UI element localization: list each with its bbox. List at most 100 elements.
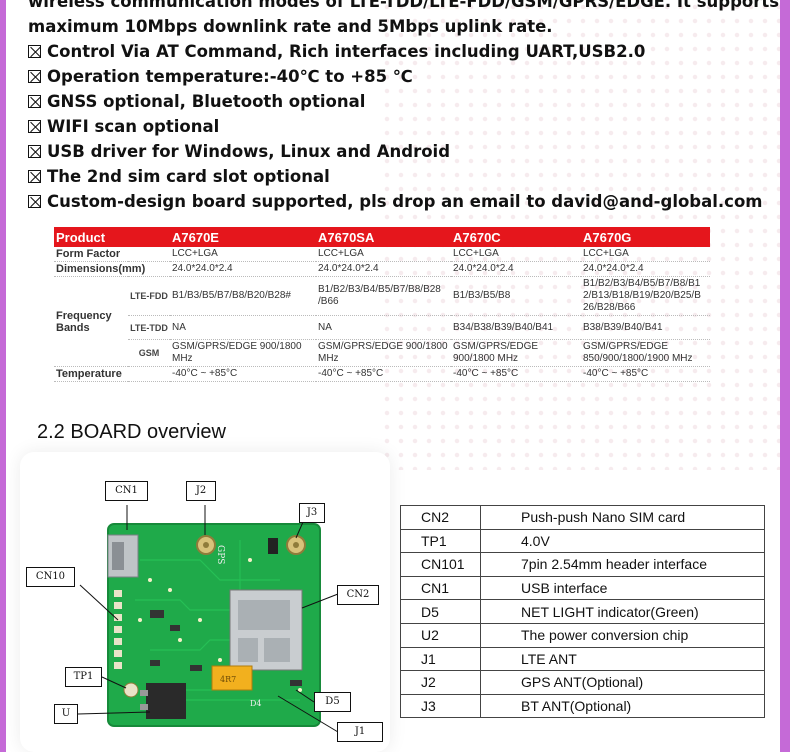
checkbox-x-icon <box>28 170 41 183</box>
legend-value: NET LIGHT indicator(Green) <box>480 599 765 624</box>
spec-item: The 2nd sim card slot optional <box>28 164 779 189</box>
table-header-cell: A7670SA <box>316 227 451 247</box>
table-cell: GSM/GPRS/EDGE 900/1800 MHz <box>451 339 581 367</box>
silkscreen-text: D4 <box>250 699 262 708</box>
legend-value: GPS ANT(Optional) <box>480 670 765 695</box>
checkbox-x-icon <box>28 45 41 58</box>
legend-value: 7pin 2.54mm header interface <box>480 552 765 577</box>
spec-item-text: Operation temperature:-40℃ to +85 ℃ <box>47 67 413 86</box>
row-label: Dimensions(mm) <box>54 261 170 277</box>
row-label: Form Factor <box>54 247 170 262</box>
callout-cn2: CN2 <box>337 585 379 605</box>
table-cell: B1/B3/B5/B7/B8/B20/B28# <box>170 276 316 316</box>
legend-value: Push-push Nano SIM card <box>480 505 765 530</box>
table-cell: B38/B39/B40/B41 <box>581 315 710 340</box>
spec-list: wireless communication modes of LTE-TDD/… <box>28 0 779 214</box>
spec-item: GNSS optional, Bluetooth optional <box>28 89 779 114</box>
table-cell: 24.0*24.0*2.4 <box>316 261 451 277</box>
purple-frame-left <box>0 0 6 752</box>
callout-j2: J2 <box>186 481 216 501</box>
table-cell: -40°C ~ +85°C <box>316 366 451 382</box>
spec-item-text: WIFI scan optional <box>47 117 220 136</box>
table-cell: LCC+LGA <box>316 247 451 262</box>
table-cell: 24.0*24.0*2.4 <box>170 261 316 277</box>
spec-item: Custom-design board supported, pls drop … <box>28 189 779 214</box>
table-cell: GSM/GPRS/EDGE 850/900/1800/1900 MHz <box>581 339 710 367</box>
table-cell: GSM/GPRS/EDGE 900/1800 MHz <box>170 339 316 367</box>
row-sublabel: LTE-FDD <box>128 276 170 316</box>
table-cell: B34/B38/B39/B40/B41 <box>451 315 581 340</box>
callout-cn1: CN1 <box>105 481 148 501</box>
purple-frame-right <box>780 0 790 752</box>
table-row: Form Factor LCC+LGA LCC+LGA LCC+LGA LCC+… <box>54 247 710 262</box>
spec-item: Control Via AT Command, Rich interfaces … <box>28 39 779 64</box>
spec-item: Operation temperature:-40℃ to +85 ℃ <box>28 64 779 89</box>
table-header-row: Product A7670E A7670SA A7670C A7670G <box>54 227 710 247</box>
legend-value: 4.0V <box>480 528 765 554</box>
tp1-pad <box>123 682 139 698</box>
table-row: Frequency Bands LTE-FDD B1/B3/B5/B7/B8/B… <box>54 276 710 367</box>
row-label: Frequency Bands <box>54 276 128 367</box>
legend-value: LTE ANT <box>480 646 765 672</box>
table-cell: B1/B2/B3/B4/B5/B7/B8/B28 /B66 <box>316 276 451 316</box>
table-cell: NA <box>170 315 316 340</box>
table-header-cell: A7670C <box>451 227 581 247</box>
legend-key: CN1 <box>400 575 481 601</box>
legend-value: BT ANT(Optional) <box>480 693 765 719</box>
voltage-regulator <box>146 683 186 719</box>
checkbox-x-icon <box>28 70 41 83</box>
pcb-board <box>108 524 320 726</box>
checkbox-x-icon <box>28 120 41 133</box>
spec-item-text: Custom-design board supported, pls drop … <box>47 192 763 211</box>
spec-item-text: GNSS optional, Bluetooth optional <box>47 92 366 111</box>
spec-intro-line: wireless communication modes of LTE-TDD/… <box>28 0 780 11</box>
spec-item-text: Control Via AT Command, Rich interfaces … <box>47 42 646 61</box>
callout-u: U <box>54 704 78 724</box>
table-cell: B1/B3/B5/B8 <box>451 276 581 316</box>
legend-key: J2 <box>400 670 481 695</box>
checkbox-x-icon <box>28 95 41 108</box>
callout-d5: D5 <box>314 692 351 712</box>
checkbox-x-icon <box>28 195 41 208</box>
table-cell: NA <box>316 315 451 340</box>
spec-item: USB driver for Windows, Linux and Androi… <box>28 139 779 164</box>
callout-cn10: CN10 <box>26 567 75 587</box>
legend-key: J1 <box>400 646 481 672</box>
spec-item-text: The 2nd sim card slot optional <box>47 167 330 186</box>
table-row: GSM GSM/GPRS/EDGE 900/1800 MHz GSM/GPRS/… <box>54 339 710 367</box>
table-cell: LCC+LGA <box>581 247 710 262</box>
table-header-cell: A7670E <box>170 227 316 247</box>
row-label: Temperature <box>54 366 170 382</box>
row-sublabel: LTE-TDD <box>128 315 170 340</box>
legend-key: TP1 <box>400 528 481 554</box>
row-sublabel: GSM <box>128 339 170 367</box>
callout-tp1: TP1 <box>65 667 102 687</box>
table-header-cell: A7670G <box>581 227 710 247</box>
legend-key: CN2 <box>400 505 481 530</box>
table-cell: 24.0*24.0*2.4 <box>451 261 581 277</box>
spec-intro-line: maximum 10Mbps downlink rate and 5Mbps u… <box>28 17 553 36</box>
legend-key: U2 <box>400 622 481 648</box>
spec-item: WIFI scan optional <box>28 114 779 139</box>
table-cell: -40°C ~ +85°C <box>451 366 581 382</box>
table-cell: LCC+LGA <box>451 247 581 262</box>
silkscreen-text: GPS <box>215 545 225 564</box>
legend-key: D5 <box>400 599 481 624</box>
header-pins <box>114 590 122 669</box>
checkbox-x-icon <box>28 145 41 158</box>
legend-value: USB interface <box>480 575 765 601</box>
table-cell: LCC+LGA <box>170 247 316 262</box>
legend-key: J3 <box>400 693 481 719</box>
table-cell: B1/B2/B3/B4/B5/B7/B8/B1 2/B13/B18/B19/B2… <box>581 276 710 316</box>
tantalum-capacitor <box>211 665 253 691</box>
table-header-cell: Product <box>54 227 170 247</box>
